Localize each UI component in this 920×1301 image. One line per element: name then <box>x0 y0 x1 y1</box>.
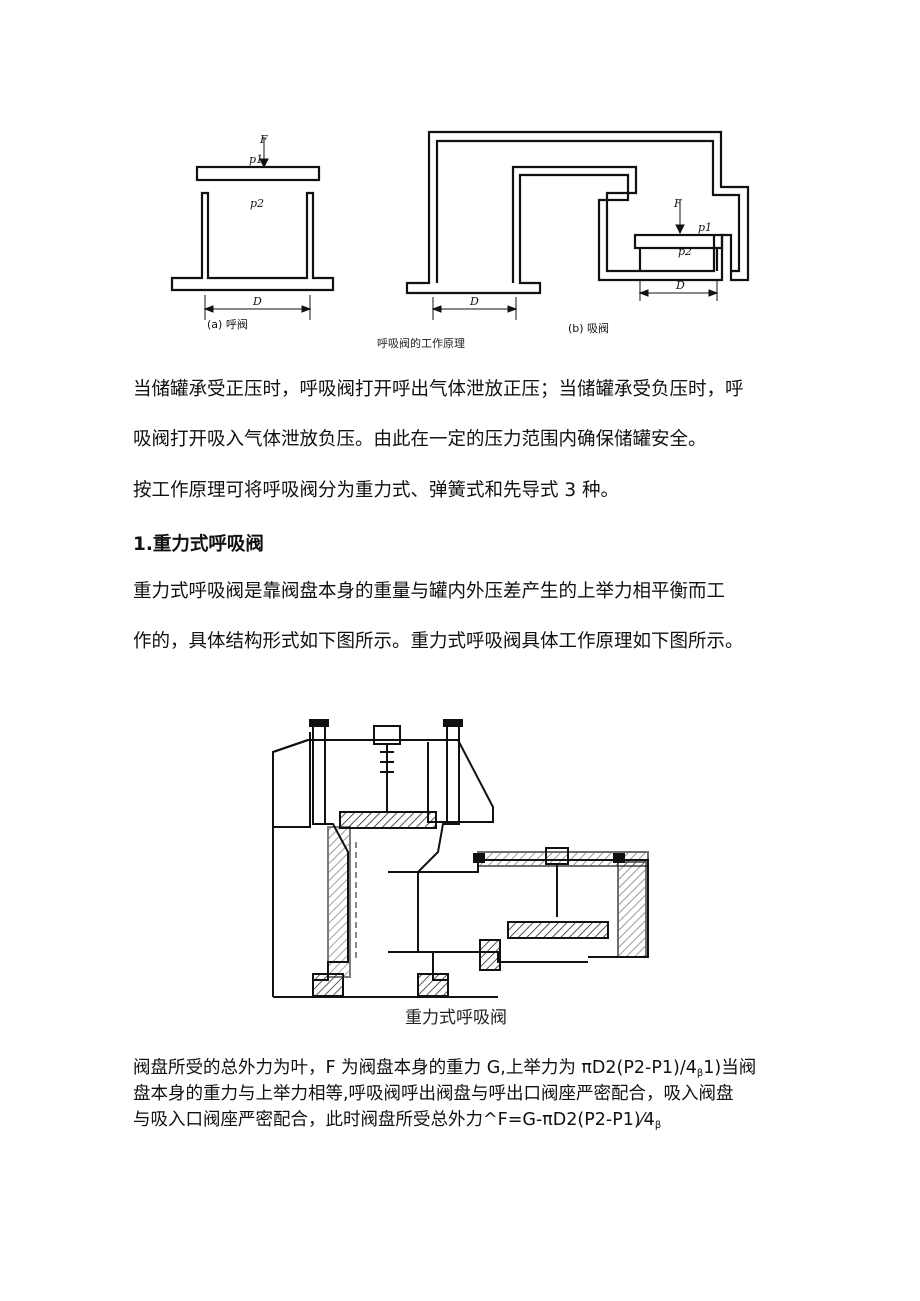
figure2-caption: 重力式呼吸阀 <box>405 1008 507 1028</box>
paragraph-3-line-1: 重力式呼吸阀是靠阀盘本身的重量与罐内外压差产生的上举力相平衡而工 <box>133 581 726 602</box>
label-D-b2: D <box>675 279 685 292</box>
working-principle-figure: F p1 p2 D F p1 p2 D D (a) 呼阀 (b) 吸阀 <box>170 130 750 335</box>
inhale-valve-body-outer <box>405 130 750 295</box>
section-heading: 1.重力式呼吸阀 <box>133 534 264 555</box>
label-p2-b: p2 <box>678 245 692 258</box>
inhale-branch <box>388 859 649 963</box>
exhale-disc <box>339 811 437 829</box>
label-D-a: D <box>252 295 262 308</box>
paragraph-3-line-2: 作的，具体结构形式如下图所示。重力式呼吸阀具体工作原理如下图所示。 <box>133 631 744 652</box>
exhale-valve-disc <box>195 165 321 182</box>
label-F-b: F <box>673 197 682 210</box>
formula-line-2: 盘本身的重力与上举力相等,呼吸阀呼出阀盘与呼出口阀座严密配合，吸入阀盘 <box>133 1084 734 1104</box>
exhale-valve-seat <box>170 191 335 292</box>
formula-line-1: 阀盘所受的总外力为叶，F 为阀盘本身的重力 G,上举力为 πD2(P2-P1)/… <box>133 1058 757 1079</box>
label-exhale-valve: (a) 呼阀 <box>207 317 248 331</box>
figure1-caption: 呼吸阀的工作原理 <box>377 337 465 350</box>
label-inhale-valve: (b) 吸阀 <box>568 321 609 335</box>
formula-line-3: 与吸入口阀座严密配合，此时阀盘所受总外力^F=G-πD2(P2-P1)⁄4β <box>133 1110 662 1131</box>
paragraph-1-line-2: 吸阀打开吸入气体泄放负压。由此在一定的压力范围内确保储罐安全。 <box>133 429 707 450</box>
inhale-valve-disc <box>633 233 724 250</box>
inhale-valve-body-inner <box>435 139 741 283</box>
label-F-a: F <box>259 133 268 146</box>
gravity-breather-valve-drawing <box>272 719 649 998</box>
label-p2-a: p2 <box>250 197 264 210</box>
label-p1-a: p1 <box>249 153 263 166</box>
inhale-disc <box>507 921 609 939</box>
label-D-b1: D <box>469 295 479 308</box>
paragraph-1-line-1: 当储罐承受正压时，呼吸阀打开呼出气体泄放正压；当储罐承受负压时，呼 <box>133 379 744 400</box>
paragraph-2: 按工作原理可将呼吸阀分为重力式、弹簧式和先导式 3 种。 <box>133 480 620 501</box>
label-p1-b: p1 <box>698 221 712 234</box>
